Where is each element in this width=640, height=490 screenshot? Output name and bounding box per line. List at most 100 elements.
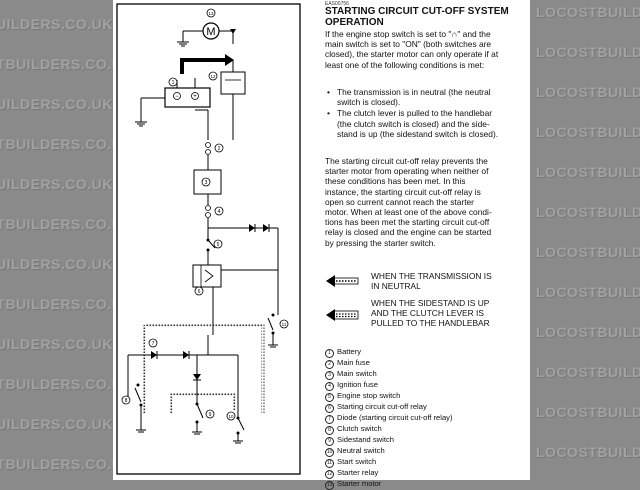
sidestand-switch: 9 bbox=[192, 380, 215, 435]
dotted-arrow-icon bbox=[326, 275, 359, 287]
svg-text:−: − bbox=[175, 94, 179, 100]
watermark-text: LOCOSTBUILDERS.CO.UK bbox=[536, 244, 640, 260]
watermark-text: LOCOSTBUILDERS.CO.UK bbox=[0, 16, 113, 32]
bullet-dot: • bbox=[327, 87, 330, 97]
text-line: WHEN THE TRANSMISSION IS bbox=[371, 271, 492, 281]
key-number: 2 bbox=[325, 360, 334, 369]
section-code: EAS00756 bbox=[325, 1, 349, 7]
text-line: PULLED TO THE HANDLEBAR bbox=[371, 318, 490, 329]
text-line: WHEN THE SIDESTAND IS UP bbox=[371, 298, 490, 308]
title-line: STARTING CIRCUIT CUT-OFF SYSTEM bbox=[325, 6, 509, 17]
condition-item: • The transmission is in neutral (the ne… bbox=[325, 87, 525, 107]
relay-diodes bbox=[208, 224, 279, 270]
text-line: stand is up (the sidestand switch is clo… bbox=[337, 128, 499, 139]
svg-text:7: 7 bbox=[152, 341, 155, 347]
watermark-layer: LOCOSTBUILDERS.CO.UK LOCOSTBUILDERS.CO.U… bbox=[0, 4, 640, 472]
manual-page: M 13 − + 1 bbox=[113, 0, 530, 490]
conditions-list: • The transmission is in neutral (the ne… bbox=[325, 87, 525, 140]
watermark-text: LOCOSTBUILDERS.CO.UK bbox=[536, 324, 640, 340]
starter-relay: 12 bbox=[195, 60, 246, 140]
text-line: least one of the following conditions is… bbox=[325, 59, 485, 70]
watermark-text: LOCOSTBUILDERS.CO.UK bbox=[536, 284, 640, 300]
key-label: Main switch bbox=[337, 369, 377, 378]
key-label: Sidestand switch bbox=[337, 435, 394, 444]
start-switch: 11 bbox=[267, 270, 289, 348]
intro-paragraph: If the engine stop switch is set to "∩" … bbox=[325, 29, 525, 70]
svg-text:12: 12 bbox=[210, 74, 216, 79]
watermark-text: LOCOSTBUILDERS.CO.UK bbox=[536, 444, 640, 460]
key-number: 12 bbox=[325, 470, 334, 479]
svg-text:2: 2 bbox=[218, 146, 221, 152]
svg-text:6: 6 bbox=[198, 289, 201, 295]
current-path-arrow bbox=[180, 58, 225, 74]
svg-text:9: 9 bbox=[209, 412, 212, 418]
watermark-text: LOCOSTBUILDERS.CO.UK bbox=[0, 416, 113, 432]
section-title: STARTING CIRCUIT CUT-OFF SYSTEM OPERATIO… bbox=[325, 6, 525, 28]
text-line: (the clutch switch is closed) and the si… bbox=[337, 118, 490, 129]
key-number: 1 bbox=[325, 349, 334, 358]
current-path-neutral bbox=[169, 393, 237, 414]
key-number: 4 bbox=[325, 382, 334, 391]
engine-stop-switch: 5 bbox=[206, 228, 223, 265]
svg-text:5: 5 bbox=[217, 242, 220, 248]
svg-text:4: 4 bbox=[218, 209, 221, 215]
watermark-text: LOCOSTBUILDERS.CO.UK bbox=[0, 56, 133, 72]
watermark-text: LOCOSTBUILDERS.CO.UK bbox=[536, 164, 640, 180]
text-line: by pressing the starter switch. bbox=[325, 237, 436, 248]
watermark-text: LOCOSTBUILDERS.CO.UK bbox=[0, 176, 113, 192]
svg-text:1: 1 bbox=[172, 80, 175, 86]
text-line: closed), the starter motor can only oper… bbox=[325, 49, 499, 60]
svg-text:M: M bbox=[206, 26, 215, 38]
key-label: Clutch switch bbox=[337, 424, 382, 433]
key-label: Starter motor bbox=[337, 479, 382, 488]
starter-motor: M 13 bbox=[177, 8, 236, 47]
watermark-text: LOCOSTBUILDERS.CO.UK bbox=[0, 96, 113, 112]
svg-text:8: 8 bbox=[125, 398, 128, 404]
key-number: 7 bbox=[325, 415, 334, 424]
key-label: Engine stop switch bbox=[337, 391, 401, 400]
legend-label: WHEN THE TRANSMISSION IS IN NEUTRAL bbox=[371, 271, 523, 291]
key-number: 13 bbox=[325, 481, 334, 490]
legend-label: WHEN THE SIDESTAND IS UP AND THE CLUTCH … bbox=[371, 298, 523, 329]
text-line: If the engine stop switch is set to "∩" … bbox=[325, 29, 491, 39]
battery: − + 1 bbox=[135, 77, 211, 127]
svg-text:11: 11 bbox=[282, 322, 287, 327]
watermark-text: LOCOSTBUILDERS.CO.UK bbox=[536, 404, 640, 420]
svg-text:10: 10 bbox=[228, 414, 234, 419]
bullet-dot: • bbox=[327, 108, 330, 119]
watermark-text: LOCOSTBUILDERS.CO.UK bbox=[0, 256, 113, 272]
key-number: 8 bbox=[325, 426, 334, 435]
watermark-text: LOCOSTBUILDERS.CO.UK bbox=[0, 376, 133, 392]
circuit-diagram: M 13 − + 1 bbox=[116, 3, 301, 475]
watermark-text: LOCOSTBUILDERS.CO.UK bbox=[0, 296, 133, 312]
text-line: The transmission is in neutral (the neut… bbox=[337, 87, 491, 97]
key-label: Starter relay bbox=[337, 468, 379, 477]
watermark-text: LOCOSTBUILDERS.CO.UK bbox=[536, 44, 640, 60]
text-line: relay is closed and the engine can be st… bbox=[325, 227, 492, 238]
ignition-fuse: 4 bbox=[205, 205, 224, 228]
svg-text:13: 13 bbox=[208, 11, 214, 16]
key-label: Diode (starting circuit cut-off relay) bbox=[337, 413, 453, 422]
key-label: Starting circuit cut-off relay bbox=[337, 402, 427, 411]
relay-paragraph: The starting circuit cut-off relay preve… bbox=[325, 156, 525, 248]
key-number: 5 bbox=[325, 393, 334, 402]
text-line: The clutch lever is pulled to the handle… bbox=[337, 108, 493, 119]
watermark-text: LOCOSTBUILDERS.CO.UK bbox=[536, 364, 640, 380]
legend-sidestand-clutch: WHEN THE SIDESTAND IS UP AND THE CLUTCH … bbox=[325, 298, 525, 332]
watermark-text: LOCOSTBUILDERS.CO.UK bbox=[536, 84, 640, 100]
watermark-text: LOCOSTBUILDERS.CO.UK bbox=[0, 336, 113, 352]
title-line: OPERATION bbox=[325, 17, 384, 28]
svg-text:+: + bbox=[193, 94, 197, 100]
current-path-sidestand bbox=[143, 323, 265, 414]
text-line: instance, the starting circuit cut-off r… bbox=[325, 186, 481, 197]
